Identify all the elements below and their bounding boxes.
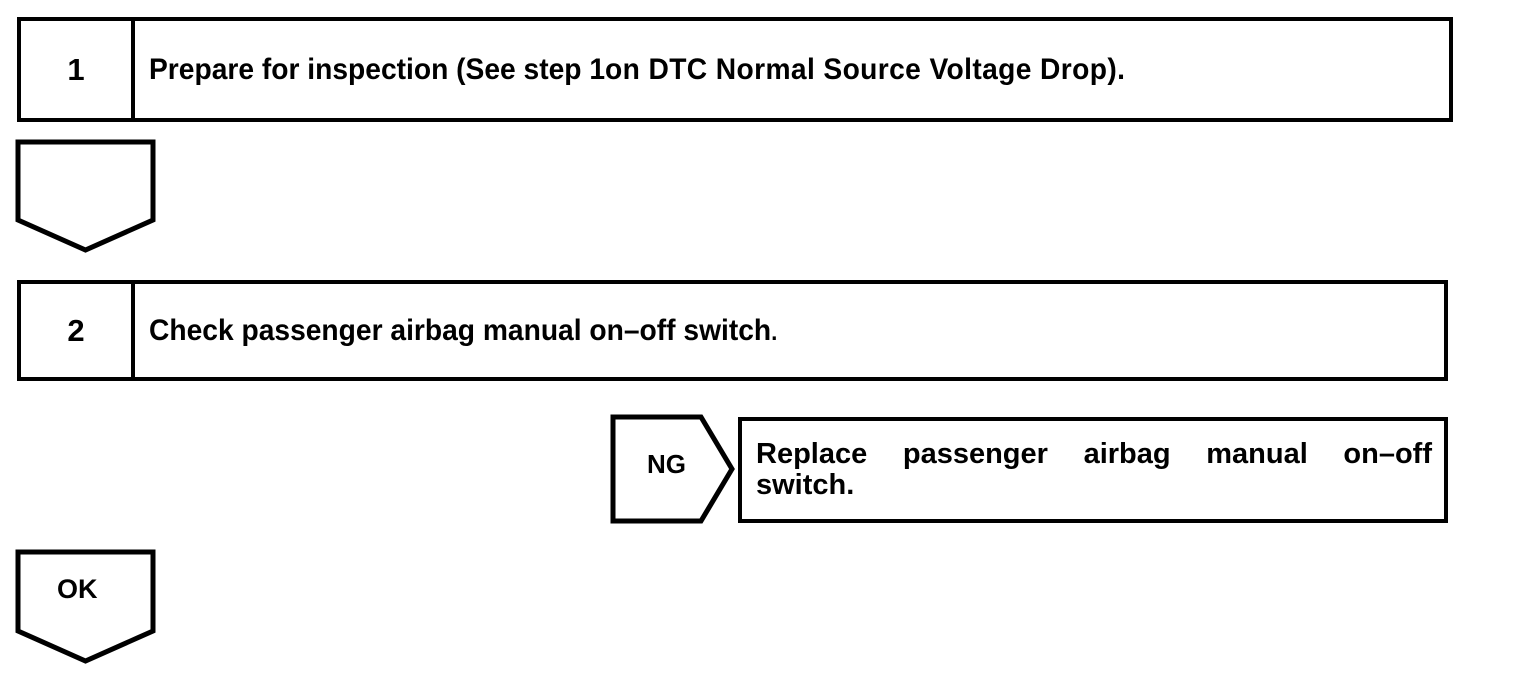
step-text-2-period: . bbox=[771, 318, 778, 346]
step-number-cell-1: 1 bbox=[21, 21, 135, 118]
action-text-line-1: Replace passenger airbag manual on–off bbox=[756, 437, 1432, 470]
pentagon-down-icon bbox=[15, 549, 156, 664]
pentagon-right-icon bbox=[610, 414, 735, 524]
action-box-replace-switch[interactable]: Replace passenger airbag manual on–off s… bbox=[738, 417, 1448, 523]
step-box-2[interactable]: 2 Check passenger airbag manual on–off s… bbox=[17, 280, 1448, 381]
step-box-1[interactable]: 1 Prepare for inspection (See step 1on D… bbox=[17, 17, 1453, 122]
step-text-cell-2: Check passenger airbag manual on–off swi… bbox=[135, 284, 1444, 377]
step-number-2: 2 bbox=[67, 313, 85, 348]
connector-ok-label: OK bbox=[57, 574, 98, 604]
step-number-cell-2: 2 bbox=[21, 284, 135, 377]
step-text-cell-1: Prepare for inspection (See step 1on DTC… bbox=[135, 21, 1449, 118]
step-text-1-emphasis: on DTC Normal Source Voltage Drop). bbox=[605, 52, 1126, 86]
step-text-1-lead: Prepare for inspection (See step 1 bbox=[149, 52, 606, 86]
step-text-1: Prepare for inspection (See step 1on DTC… bbox=[149, 52, 1126, 86]
connector-step1-to-step2 bbox=[15, 139, 156, 253]
action-text-replace-switch: Replace passenger airbag manual on–off s… bbox=[756, 437, 1432, 502]
action-text-line-2: switch. bbox=[756, 469, 855, 501]
step-text-2-lead: Check passenger airbag manual on–off swi… bbox=[149, 313, 772, 347]
connector-step2-ng: NG bbox=[610, 414, 736, 524]
connector-ng-label: NG bbox=[647, 449, 686, 479]
pentagon-down-icon bbox=[15, 139, 156, 253]
connector-step2-ok: OK bbox=[15, 549, 156, 665]
step-text-2: Check passenger airbag manual on–off swi… bbox=[149, 313, 778, 347]
step-number-1: 1 bbox=[67, 52, 85, 87]
